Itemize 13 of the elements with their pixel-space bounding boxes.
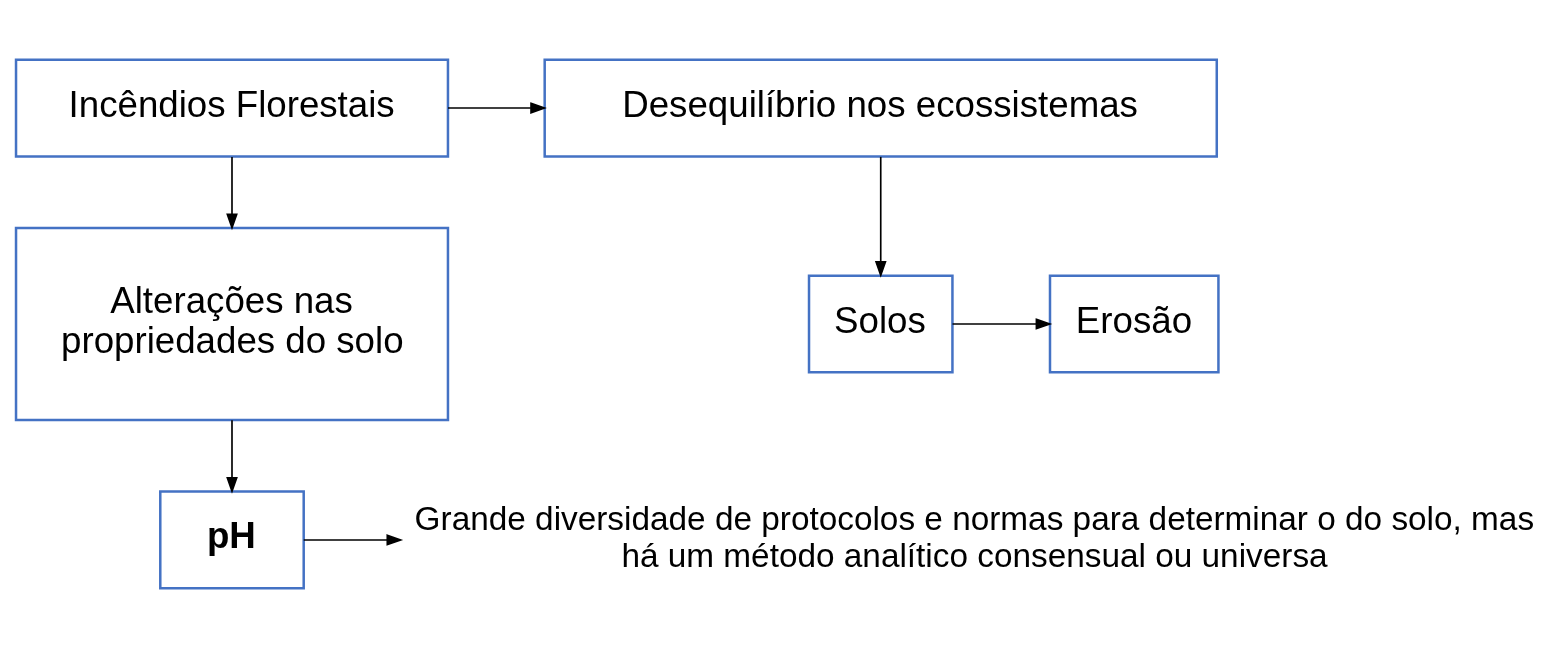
arrow (874, 156, 887, 278)
node-box: Erosão (1048, 274, 1220, 374)
node-box: Alterações nas propriedades do solo (14, 226, 450, 422)
arrow (951, 318, 1053, 330)
node-box: Incêndios Florestais (14, 58, 450, 158)
arrow (226, 419, 238, 494)
node-box: Solos (807, 274, 954, 374)
arrow (302, 534, 404, 546)
node-box: Desequilíbrio nos ecossistemas (543, 58, 1218, 158)
arrow (226, 156, 238, 231)
node-text: Grande diversidade de protocolos e normas para determinar o do solo, mas há um método analítico consensual ou universa (414, 499, 1535, 574)
node-box: pH (159, 490, 305, 590)
arrow (447, 102, 547, 114)
